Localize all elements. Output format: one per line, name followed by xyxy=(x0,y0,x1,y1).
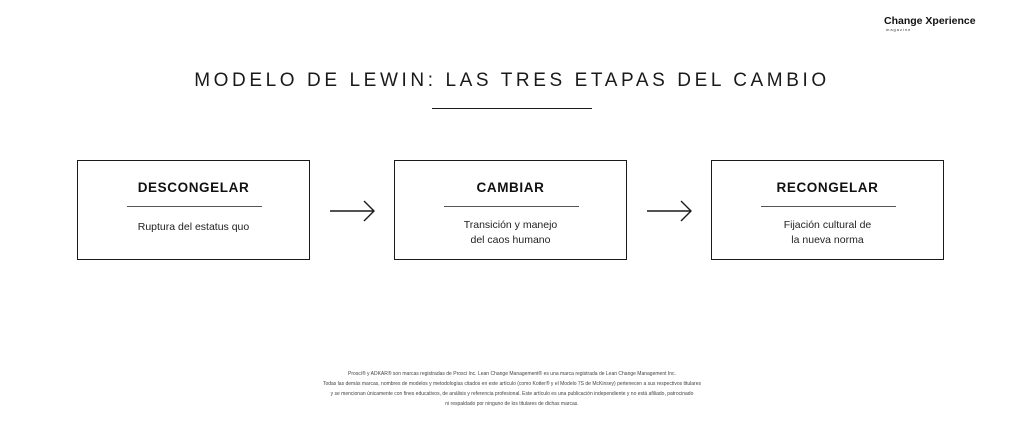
stage-description: Fijación cultural de la nueva norma xyxy=(783,219,872,246)
stage-description: Transición y manejo del caos humano xyxy=(463,219,558,246)
stage-box-descongelar: DESCONGELAR Ruptura del estatus quo xyxy=(77,160,310,260)
stage-box-cambiar: CAMBIAR Transición y manejo del caos hum… xyxy=(394,160,627,260)
stage-title: CAMBIAR xyxy=(476,180,545,195)
stage-divider xyxy=(444,206,579,207)
disclaimer-line: Prosci® y ADKAR® son marcas registradas … xyxy=(348,371,676,377)
disclaimer-line: ni respaldado por ninguno de los titular… xyxy=(445,401,579,407)
trademark-disclaimer: Prosci® y ADKAR® son marcas registradas … xyxy=(0,369,1024,409)
right-arrow-icon xyxy=(330,200,375,222)
stage-title: RECONGELAR xyxy=(776,180,879,195)
disclaimer-line: y se mencionan únicamente con fines educ… xyxy=(330,391,694,397)
title-underline xyxy=(432,108,592,109)
stage-divider xyxy=(127,206,262,207)
brand-name: Change Xperience xyxy=(884,15,976,27)
page-title: MODELO DE LEWIN: LAS TRES ETAPAS DEL CAM… xyxy=(194,70,830,91)
stage-title: DESCONGELAR xyxy=(137,180,250,195)
brand-tagline: magazine xyxy=(886,27,912,32)
stage-description: Ruptura del estatus quo xyxy=(137,221,250,233)
stage-divider xyxy=(761,206,896,207)
disclaimer-line: Todas las demás marcas, nombres de model… xyxy=(322,381,702,387)
stage-box-recongelar: RECONGELAR Fijación cultural de la nueva… xyxy=(711,160,944,260)
right-arrow-icon xyxy=(647,200,692,222)
brand-logo: Change Xperience magazine xyxy=(884,15,994,32)
